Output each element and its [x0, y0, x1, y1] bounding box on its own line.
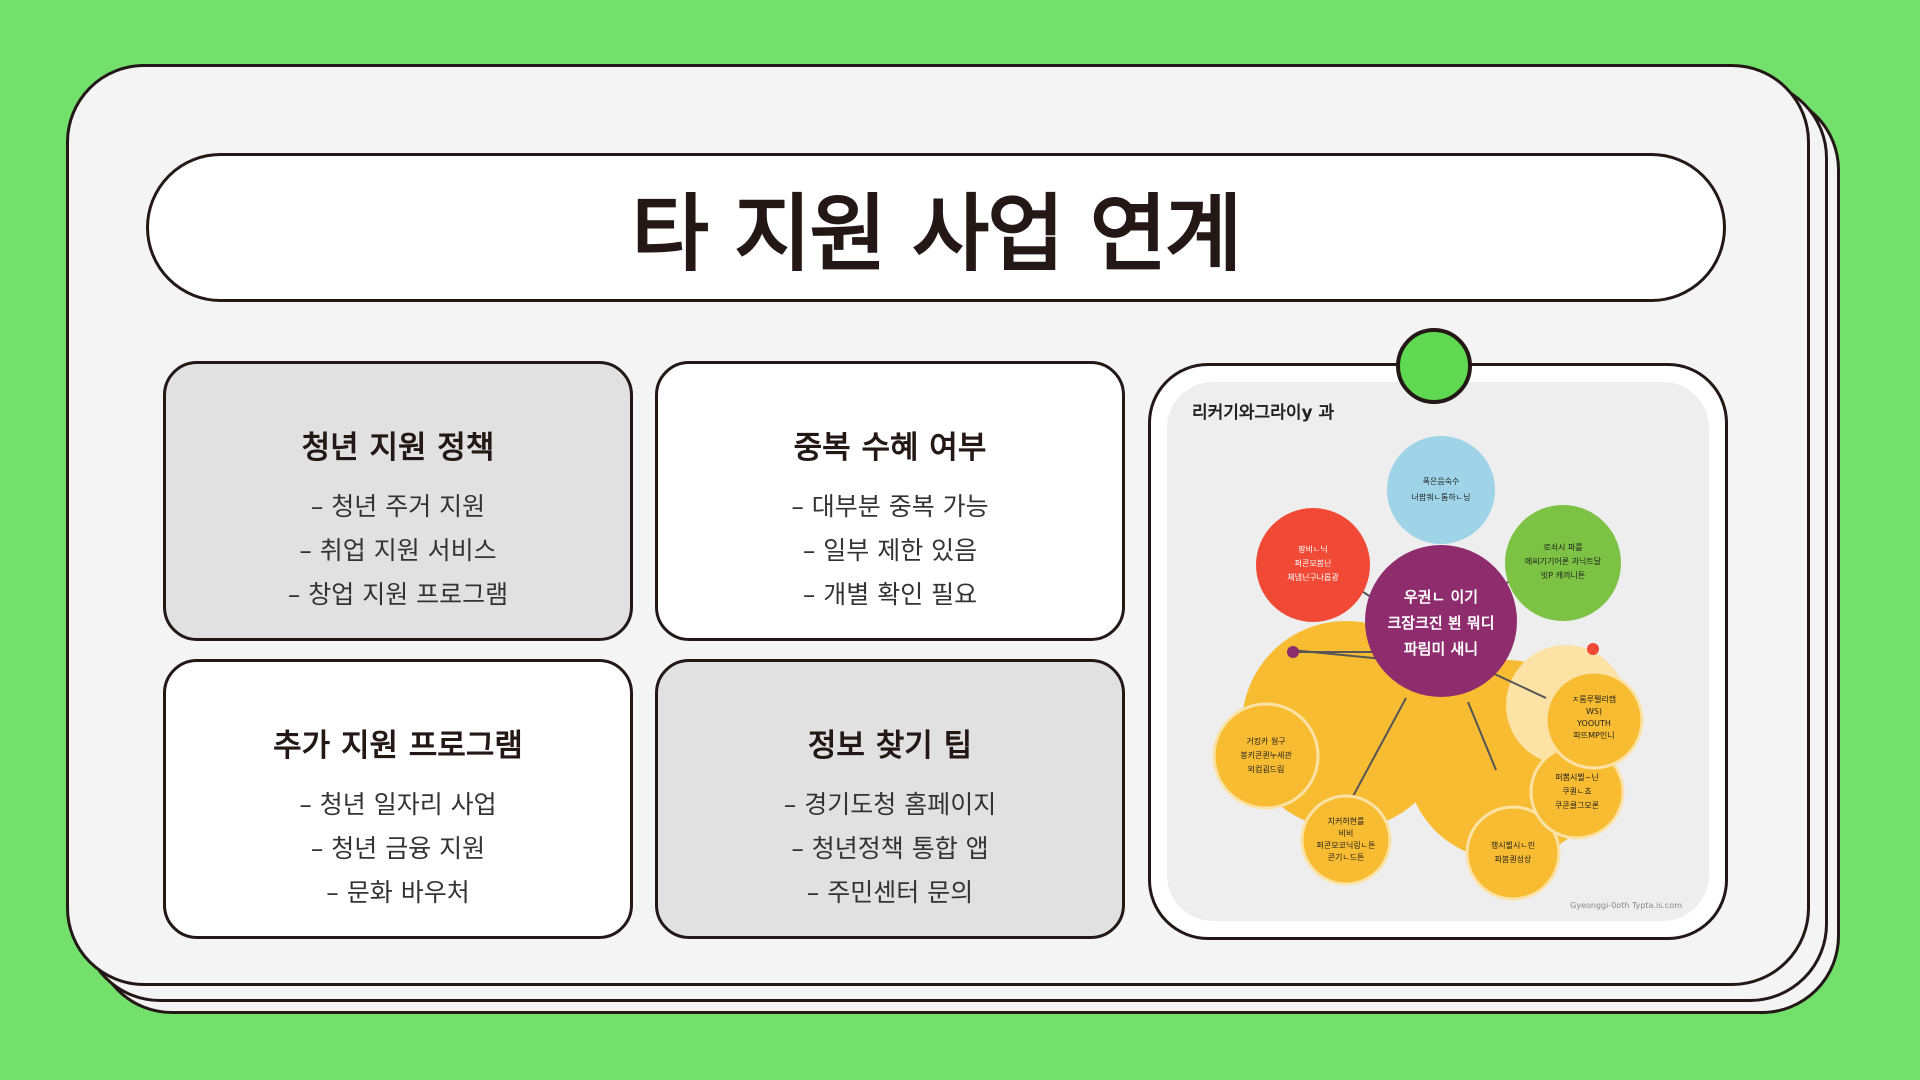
- node-text: 팡비ㄴ닉: [1298, 544, 1327, 554]
- dot-purple: [1287, 646, 1299, 658]
- mindmap-footer: Gyeonggi-0oth Typta.is.com: [1570, 901, 1682, 910]
- list-item: – 청년 금융 지원: [310, 834, 486, 863]
- node-text: 외컴굄드림: [1248, 764, 1285, 774]
- mindmap-image: 리커기와그라이y 과 우권ㄴ 이기 크잠크진 뵌 뭐디 파림미 새니 폭은음숙수…: [1192, 403, 1682, 910]
- mindmap-node-bottom-left: [1300, 794, 1392, 886]
- list-item: – 개별 확인 필요: [802, 580, 978, 609]
- node-text: 쿠쿤쿨그모론: [1555, 801, 1599, 810]
- node-text: ㅈ롬루펠리캠: [1572, 694, 1616, 704]
- center-text: 크잠크진 뵌 뭐디: [1387, 614, 1494, 632]
- node-text: 폭은음숙수: [1423, 477, 1460, 486]
- node-text: 파뜨MP인니: [1573, 730, 1614, 740]
- node-text: WS): [1586, 707, 1602, 716]
- node-text: 콘기ㄴ드튼: [1328, 853, 1365, 862]
- mindmap-node-left: [1212, 702, 1320, 810]
- title-banner: 타 지원 사업 연계: [146, 153, 1726, 302]
- card-list: – 경기도청 홈페이지 – 청년정책 통합 앱 – 주민센터 문의: [658, 783, 1122, 915]
- card-youth-policy: 청년 지원 정책 – 청년 주거 지원 – 취업 지원 서비스 – 창업 지원 …: [163, 361, 633, 641]
- node-text: 봉키콘퀸누세관: [1240, 750, 1292, 760]
- mindmap-node-red: [1256, 508, 1370, 622]
- node-text: 퍼콘모봄닌: [1295, 559, 1332, 568]
- list-item: – 주민센터 문의: [806, 878, 974, 907]
- dot-red: [1587, 643, 1599, 655]
- list-item: – 대부분 중복 가능: [791, 492, 989, 521]
- mindmap-title: 리커기와그라이y 과: [1192, 403, 1334, 423]
- page-title: 타 지원 사업 연계: [631, 185, 1243, 283]
- node-text: 로쇠시 파를: [1543, 543, 1582, 552]
- list-item: – 청년 주거 지원: [310, 492, 486, 521]
- list-item: – 취업 지원 서비스: [299, 536, 497, 565]
- card-heading: 정보 찾기 팁: [807, 728, 973, 764]
- card-list: – 대부분 중복 가능 – 일부 제한 있음 – 개별 확인 필요: [658, 485, 1122, 617]
- card-additional-programs: 추가 지원 프로그램 – 청년 일자리 사업 – 청년 금융 지원 – 문화 바…: [163, 659, 633, 939]
- center-text: 우권ㄴ 이기: [1404, 588, 1478, 606]
- center-text: 파림미 새니: [1404, 640, 1478, 658]
- node-text: 지커허현를: [1328, 817, 1365, 826]
- card-info-tips: 정보 찾기 팁 – 경기도청 홈페이지 – 청년정책 통합 앱 – 주민센터 문…: [655, 659, 1125, 939]
- list-item: – 경기도청 홈페이지: [783, 790, 997, 819]
- list-item: – 청년 일자리 사업: [299, 790, 497, 819]
- list-item: – 문화 바우처: [326, 878, 470, 907]
- node-text: 빗P 캐끼니튼: [1541, 570, 1585, 580]
- node-text: 메씨기기어론 과닉트달: [1525, 556, 1602, 566]
- list-item: – 창업 지원 프로그램: [287, 580, 509, 609]
- card-list: – 청년 일자리 사업 – 청년 금융 지원 – 문화 바우처: [166, 783, 630, 915]
- mindmap-node-green: [1505, 505, 1621, 621]
- node-text: 파봄퀀성상: [1495, 854, 1532, 864]
- node-text: 거킹카 웜구: [1246, 736, 1285, 746]
- node-text: 퍼콘모코닉링ㄴ튼: [1317, 840, 1376, 850]
- node-text: 비비: [1339, 829, 1354, 838]
- node-text: 너팜쿼ㄴ톰하ㄴ닝: [1412, 492, 1471, 502]
- card-heading: 청년 지원 정책: [301, 430, 495, 466]
- pin-circle: [1396, 328, 1472, 404]
- card-heading: 추가 지원 프로그램: [273, 728, 523, 764]
- list-item: – 일부 제한 있음: [802, 536, 978, 565]
- mindmap-node-bottom: [1465, 805, 1561, 901]
- card-duplicate-benefit: 중복 수혜 여부 – 대부분 중복 가능 – 일부 제한 있음 – 개별 확인 …: [655, 361, 1125, 641]
- mindmap-node-right: [1544, 670, 1644, 770]
- node-text: 쿠퀀ㄴ쵸: [1562, 787, 1591, 796]
- list-item: – 청년정책 통합 앱: [791, 834, 989, 863]
- node-text: 퍼뽐시뵐~닌: [1555, 773, 1599, 782]
- card-heading: 중복 수혜 여부: [793, 430, 987, 466]
- mindmap-center: [1365, 545, 1517, 697]
- node-text: YOOUTH: [1576, 719, 1611, 728]
- node-text: 챙시뵐시ㄴ린: [1491, 840, 1535, 850]
- node-text: 체넴닌구나롭광: [1287, 572, 1339, 582]
- mindmap-node-top: [1387, 436, 1495, 544]
- card-list: – 청년 주거 지원 – 취업 지원 서비스 – 창업 지원 프로그램: [166, 485, 630, 617]
